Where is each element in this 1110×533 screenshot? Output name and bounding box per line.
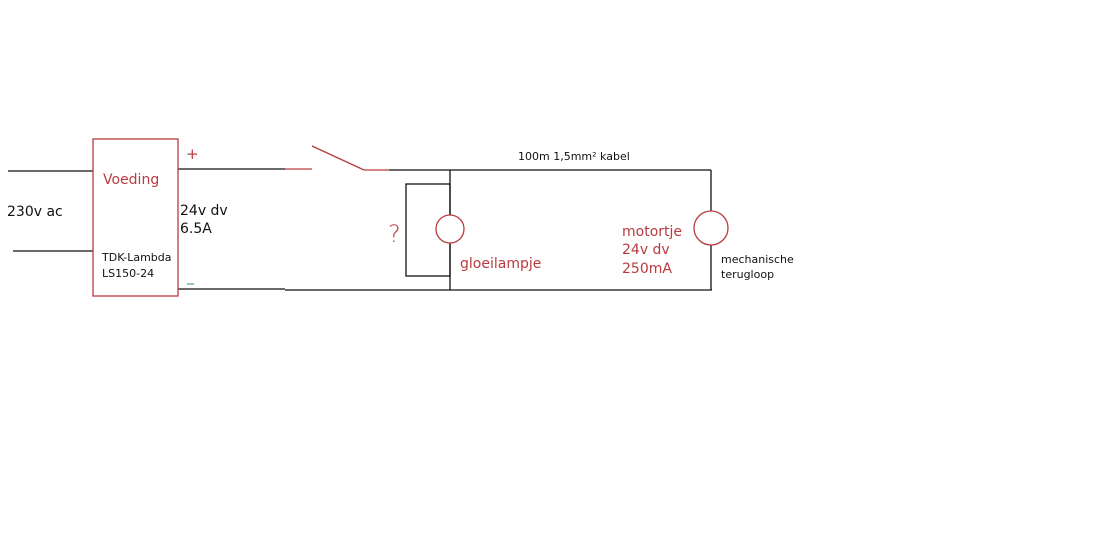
motor-current-label: 250mA (622, 261, 672, 277)
psu-model-line2: LS150-24 (102, 267, 155, 280)
minus-label: _ (187, 269, 194, 285)
motor-voltage-label: 24v dv (622, 242, 670, 258)
input-voltage-label: 230v ac (7, 204, 63, 220)
power-supply-box (92, 138, 179, 297)
plus-label: + (186, 145, 199, 163)
lamp-symbol (435, 214, 465, 244)
motor-name-label: motortje (622, 224, 683, 240)
lamp-label: gloeilampje (460, 256, 542, 272)
return-label-line2: terugloop (721, 268, 775, 281)
output-voltage-label: 24v dv (180, 203, 228, 219)
return-label-line1: mechanische (721, 253, 794, 266)
psu-title: Voeding (103, 172, 160, 188)
question-mark: ? (388, 220, 401, 248)
cable-label: 100m 1,5mm² kabel (518, 150, 630, 163)
motor-symbol (693, 210, 729, 246)
output-current-label: 6.5A (180, 221, 212, 237)
switch-lever (311, 145, 365, 171)
psu-model-line1: TDK-Lambda (102, 251, 172, 264)
